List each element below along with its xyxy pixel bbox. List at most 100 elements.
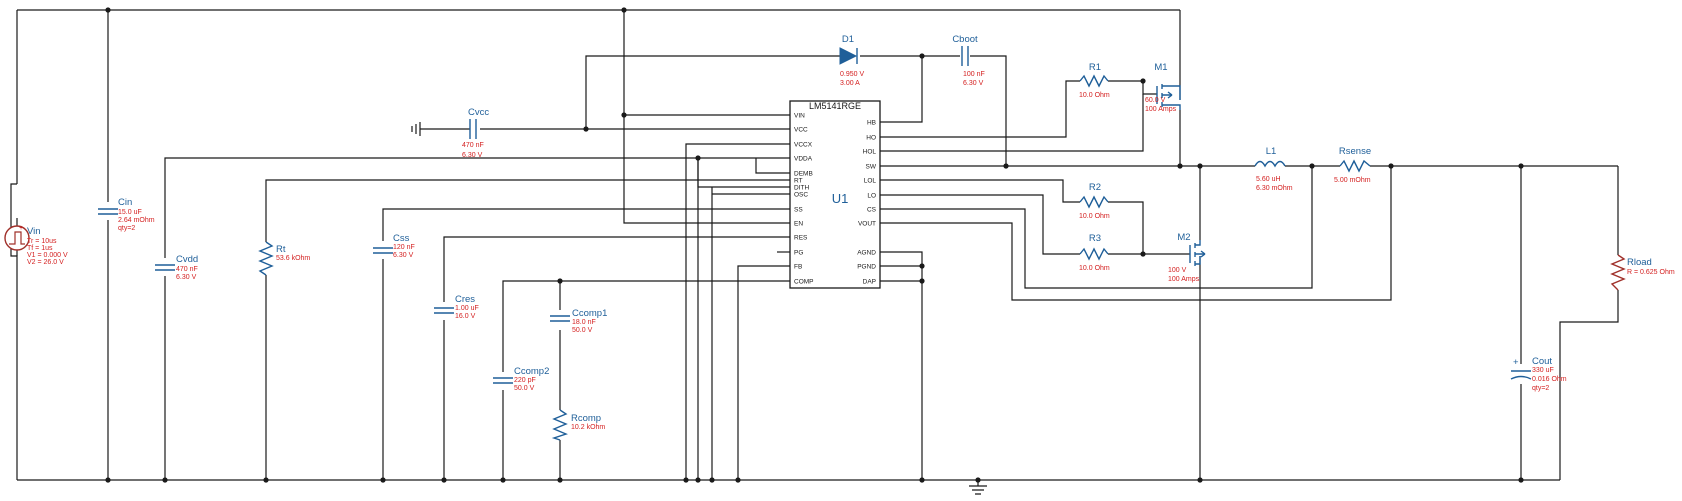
cboot-value-2: 6.30 V: [963, 80, 984, 87]
rcomp-value-1: 10.2 kOhm: [571, 424, 605, 431]
ccomp1-ref: Ccomp1: [572, 308, 607, 319]
ic-pin-lo: LO: [867, 193, 876, 200]
rcomp-ref: Rcomp: [571, 413, 601, 424]
capacitor-css[interactable]: Css 120 nF 6.30 V: [373, 233, 415, 259]
resistor-rsense[interactable]: Rsense 5.00 mOhm: [1334, 146, 1371, 184]
ic-u1[interactable]: LM5141RGE U1 VINVCCVCCXVDDADEMBRTDITHOSC…: [789, 100, 881, 289]
ccomp1-value-1: 18.0 nF: [572, 319, 596, 326]
r2-value-1: 10.0 Ohm: [1079, 213, 1110, 220]
ic-pin-comp: COMP: [794, 279, 814, 286]
ic-pin-dap: DAP: [863, 279, 876, 286]
ic-pin-vin: VIN: [794, 113, 805, 120]
resistor-rload[interactable]: Rload R = 0.625 Ohm: [1610, 254, 1675, 291]
cout-value-2: 0.016 Ohm: [1532, 376, 1567, 383]
resistor-rt[interactable]: Rt 53.6 kOhm: [258, 241, 310, 276]
m2-ref: M2: [1177, 232, 1190, 243]
ic-pin-demb: DEMB: [794, 171, 813, 178]
r3-ref: R3: [1089, 233, 1101, 244]
m1-value-2: 100 Amps: [1145, 106, 1177, 113]
capacitor-ccomp2[interactable]: Ccomp2 220 pF 50.0 V: [493, 366, 549, 392]
capacitor-icon: [98, 208, 118, 215]
cvcc-value-1: 470 nF: [462, 142, 484, 149]
resistor-icon: [1339, 159, 1371, 173]
diode-d1[interactable]: D1 0.950 V 3.00 A: [839, 34, 864, 87]
ic-pin-osc: OSC: [794, 192, 808, 199]
ic-left-pins: VINVCCVCCXVDDADEMBRTDITHOSCSSENRESPGFBCO…: [794, 113, 814, 286]
l1-value-1: 5.60 uH: [1256, 176, 1281, 183]
resistor-icon: [551, 409, 568, 441]
resistor-icon: [1079, 247, 1109, 261]
resistor-r1[interactable]: R1 10.0 Ohm: [1079, 62, 1110, 99]
ground-icon: [411, 122, 421, 136]
r2-ref: R2: [1089, 182, 1101, 193]
resistor-icon: [1079, 195, 1109, 209]
inductor-l1[interactable]: L1 5.60 uH 6.30 mOhm: [1254, 146, 1293, 192]
capacitor-ccomp1[interactable]: Ccomp1 18.0 nF 50.0 V: [550, 308, 607, 334]
css-value-2: 6.30 V: [393, 252, 414, 259]
r3-value-1: 10.0 Ohm: [1079, 265, 1110, 272]
capacitor-cres[interactable]: Cres 1.00 uF 16.0 V: [434, 294, 479, 320]
resistor-r3[interactable]: R3 10.0 Ohm: [1079, 233, 1110, 272]
ic-pin-en: EN: [794, 221, 803, 228]
diode-icon: [839, 47, 858, 65]
ic-pin-hb: HB: [867, 120, 876, 127]
css-value-1: 120 nF: [393, 244, 415, 251]
resistor-r2[interactable]: R2 10.0 Ohm: [1079, 182, 1110, 220]
cin-value-2: 2.64 mOhm: [118, 217, 155, 224]
ic-pin-ss: SS: [794, 207, 803, 214]
capacitor-icon: [469, 119, 477, 139]
vin-value-3: V1 = 0.000 V: [27, 252, 68, 259]
ic-pin-pg: PG: [794, 250, 803, 257]
ccomp2-value-2: 50.0 V: [514, 385, 535, 392]
m2-value-1: 100 V: [1168, 267, 1187, 274]
ic-pin-sw: SW: [866, 164, 877, 171]
cboot-ref: Cboot: [952, 34, 978, 45]
rsense-ref: Rsense: [1339, 146, 1371, 157]
cout-plus-sign: +: [1513, 357, 1519, 368]
cres-value-1: 1.00 uF: [455, 305, 479, 312]
resistor-rcomp[interactable]: Rcomp 10.2 kOhm: [551, 409, 605, 441]
capacitor-cvcc[interactable]: Cvcc 470 nF 6.30 V: [411, 107, 489, 159]
capacitor-cvdd[interactable]: Cvdd 470 nF 6.30 V: [155, 254, 198, 281]
cvdd-value-1: 470 nF: [176, 266, 198, 273]
ic-body: [789, 100, 881, 289]
ic-pin-fb: FB: [794, 264, 802, 271]
mosfet-icon: [1189, 240, 1206, 266]
ic-pin-lol: LOL: [864, 178, 877, 185]
m1-ref: M1: [1154, 62, 1167, 73]
ic-part-number: LM5141RGE: [809, 101, 861, 111]
ic-pin-dith: DITH: [794, 185, 809, 192]
capacitor-cboot[interactable]: Cboot 100 nF 6.30 V: [952, 34, 984, 87]
mosfet-m2[interactable]: M2 100 V 100 Amps: [1168, 232, 1206, 283]
source-vin[interactable]: + Vin Tr = 10us Tf = 1us V1 = 0.000 V V2…: [4, 225, 68, 266]
mosfet-m1[interactable]: M1 60.0 V 100 Amps: [1145, 62, 1181, 113]
cout-value-3: qty=2: [1532, 385, 1549, 392]
ccomp1-value-2: 50.0 V: [572, 327, 593, 334]
ic-pin-agnd: AGND: [857, 250, 876, 257]
r1-value-1: 10.0 Ohm: [1079, 92, 1110, 99]
capacitor-icon: [961, 46, 969, 66]
vin-value-4: V2 = 26.0 V: [27, 259, 64, 266]
m2-value-2: 100 Amps: [1168, 276, 1200, 283]
d1-value-1: 0.950 V: [840, 71, 864, 78]
capacitor-cin[interactable]: Cin 15.0 uF 2.64 mOhm qty=2: [98, 197, 155, 232]
ic-pin-cs: CS: [867, 207, 877, 214]
mosfet-icon: [1156, 84, 1181, 110]
ic-pin-vdda: VDDA: [794, 156, 813, 163]
capacitor-icon: [373, 247, 393, 254]
l1-ref: L1: [1266, 146, 1277, 157]
capacitor-icon: [155, 264, 175, 271]
resistor-icon: [258, 241, 274, 276]
cout-ref: Cout: [1532, 356, 1552, 367]
rt-ref: Rt: [276, 244, 286, 255]
ic-pin-rt: RT: [794, 178, 803, 185]
ccomp2-ref: Ccomp2: [514, 366, 549, 377]
capacitor-icon: [434, 307, 454, 314]
capacitor-cout[interactable]: + Cout 330 uF 0.016 Ohm qty=2: [1510, 356, 1567, 392]
d1-value-2: 3.00 A: [840, 80, 860, 87]
ic-pin-vout: VOUT: [858, 221, 876, 228]
m1-value-1: 60.0 V: [1145, 97, 1166, 104]
cvdd-value-2: 6.30 V: [176, 274, 197, 281]
l1-value-2: 6.30 mOhm: [1256, 185, 1293, 192]
resistor-icon: [1610, 254, 1626, 291]
